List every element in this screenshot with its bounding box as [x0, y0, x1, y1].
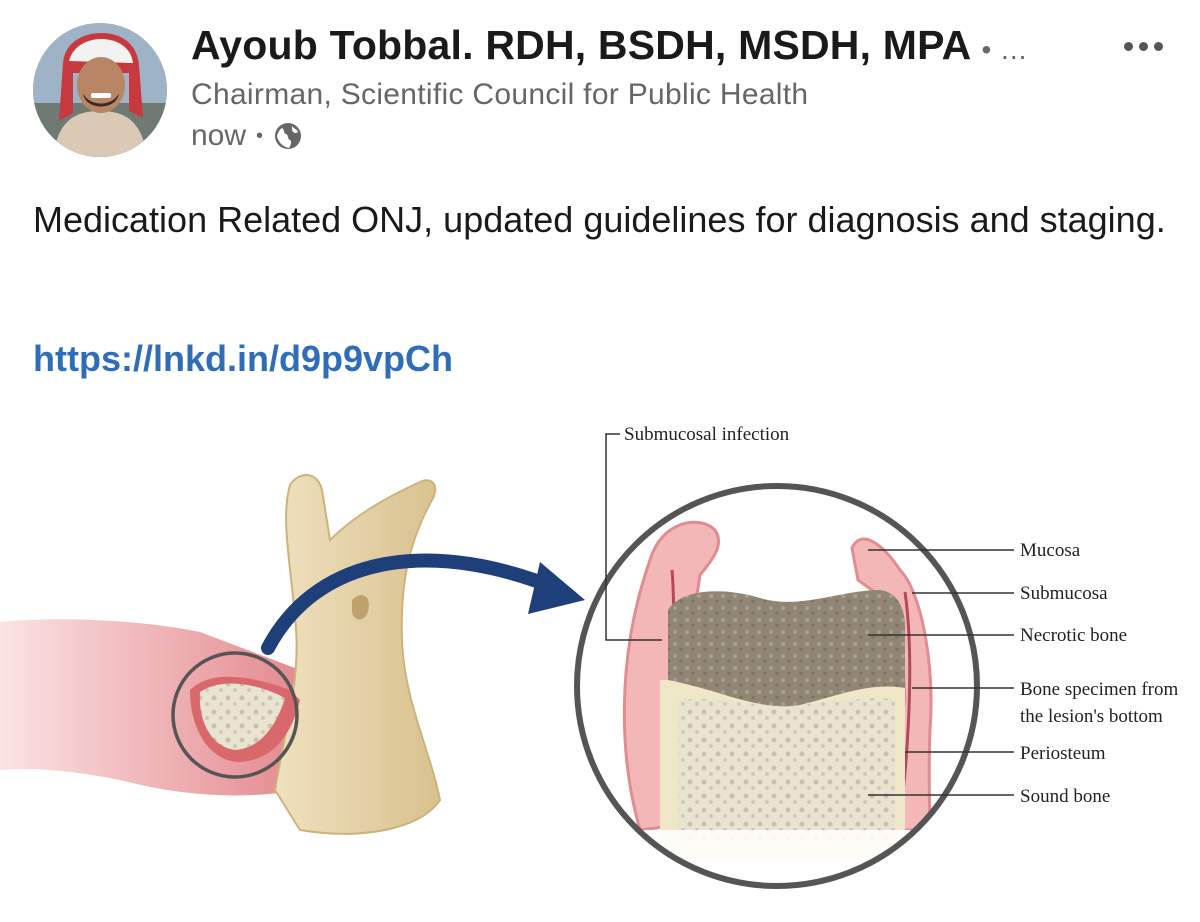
label-submucosa: Submucosa [1020, 583, 1108, 604]
avatar-image [33, 23, 167, 157]
more-icon-dot [1139, 41, 1148, 51]
author-name[interactable]: Ayoub Tobbal. RDH, BSDH, MSDH, MPA [191, 22, 972, 68]
leader-lines [605, 433, 1014, 796]
post-timestamp: now [191, 119, 247, 152]
post-meta: now • [191, 119, 303, 153]
more-icon [1124, 41, 1133, 51]
arrow-icon [261, 553, 567, 655]
globe-icon [275, 123, 302, 149]
more-icon-dot [1154, 41, 1163, 51]
author-headline: Chairman, Scientific Council for Public … [191, 78, 809, 111]
connection-degree: • ... [981, 34, 1028, 65]
post-link[interactable]: https://lnkd.in/d9p9vpCh [33, 338, 453, 379]
figure-labels: Submucosal infection Mucosa Submucosa Ne… [624, 424, 1179, 807]
meta-separator: • [256, 124, 264, 147]
arrow-head [528, 562, 585, 614]
label-sound-bone: Sound bone [1020, 786, 1110, 807]
more-options-button[interactable] [1124, 34, 1170, 58]
label-necrotic-bone: Necrotic bone [1020, 625, 1127, 646]
author-row: Ayoub Tobbal. RDH, BSDH, MSDH, MPA • ... [191, 22, 1027, 69]
label-mucosa: Mucosa [1020, 540, 1081, 561]
label-periosteum: Periosteum [1020, 743, 1106, 764]
magnify-circle [574, 483, 980, 889]
onj-diagram: Submucosal infection Mucosa Submucosa Ne… [0, 424, 1179, 889]
post-text: Medication Related ONJ, updated guidelin… [33, 199, 1166, 240]
label-bone-specimen-line1: Bone specimen from [1020, 679, 1179, 700]
label-bone-specimen-line2: the lesion's bottom [1020, 706, 1163, 727]
post-image[interactable]: Submucosal infection Mucosa Submucosa Ne… [0, 400, 1200, 917]
jaw-illustration [0, 474, 442, 835]
author-avatar[interactable] [33, 23, 167, 157]
label-submucosal-infection: Submucosal infection [624, 424, 790, 445]
